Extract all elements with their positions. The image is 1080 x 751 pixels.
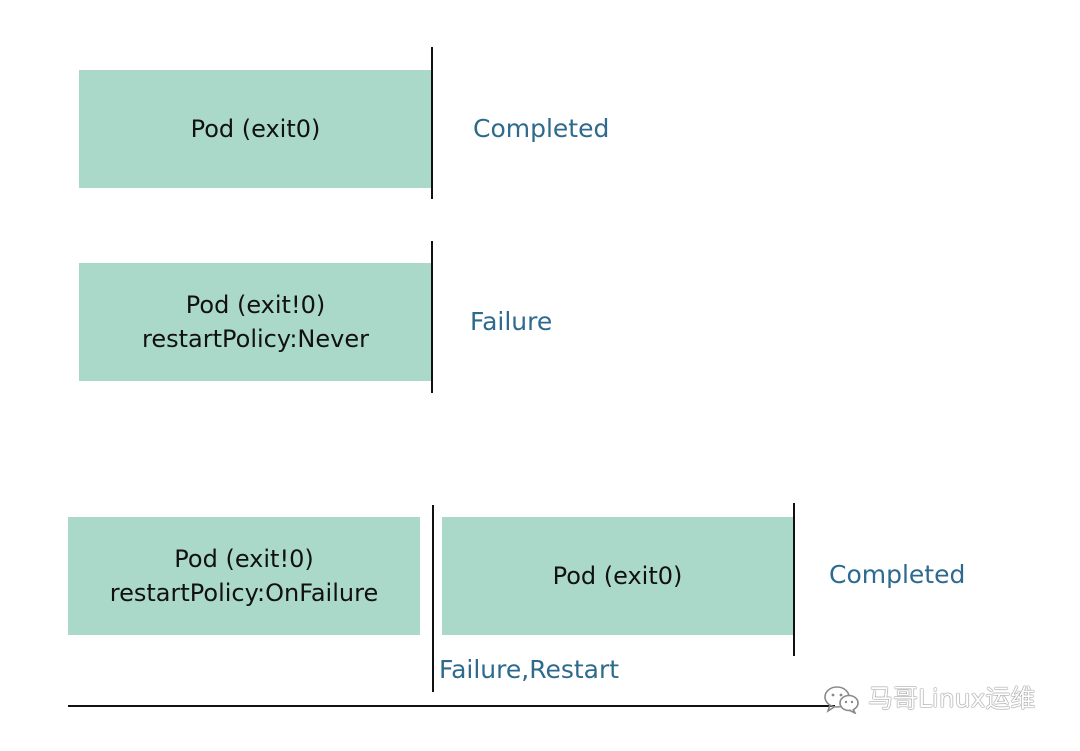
pod-label: Pod (exit!0) xyxy=(185,291,326,319)
restart-policy-label: restartPolicy:Never xyxy=(142,325,369,353)
status-failure: Failure xyxy=(470,307,553,336)
pod-label: Pod (exit0) xyxy=(552,562,683,590)
status-completed: Completed xyxy=(473,114,610,143)
pod-label: Pod (exit0) xyxy=(190,115,321,143)
timeline-divider xyxy=(431,47,433,199)
pod-box-onfailure: Pod (exit!0) restartPolicy:OnFailure xyxy=(68,517,420,635)
timeline-divider xyxy=(432,505,434,692)
restart-policy-label: restartPolicy:OnFailure xyxy=(109,579,379,607)
pod-box-never: Pod (exit!0) restartPolicy:Never xyxy=(79,263,432,381)
wechat-icon xyxy=(822,684,862,714)
pod-box-exit0: Pod (exit0) xyxy=(79,70,432,188)
timeline-divider xyxy=(793,503,795,656)
timeline-divider xyxy=(431,241,433,393)
pod-label: Pod (exit!0) xyxy=(174,545,314,573)
pod-box-restarted-exit0: Pod (exit0) xyxy=(442,517,793,635)
watermark-text: 马哥Linux运维 xyxy=(868,684,1036,713)
watermark: 马哥Linux运维 xyxy=(822,684,1035,714)
status-completed: Completed xyxy=(829,560,966,589)
status-failure-restart: Failure,Restart xyxy=(439,655,620,684)
timeline-baseline xyxy=(68,705,835,707)
